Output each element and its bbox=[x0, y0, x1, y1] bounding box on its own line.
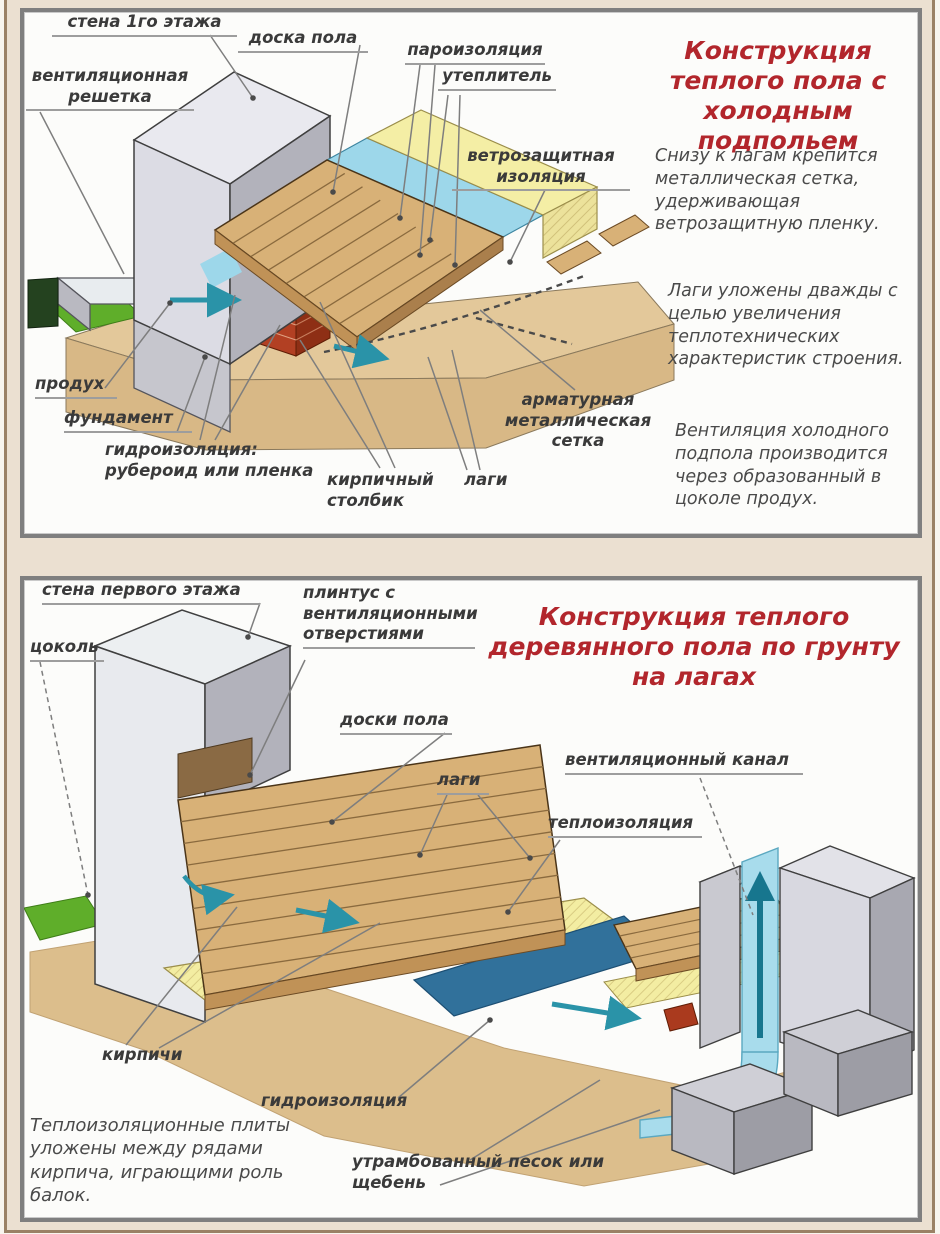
joist-end bbox=[546, 240, 602, 275]
leader-lines bbox=[39, 602, 754, 1186]
panel2-title: Конструкция теплого деревянного пола по … bbox=[488, 602, 900, 691]
airflow-arrow bbox=[295, 898, 360, 934]
panel1-title: Конструкция теплого пола с холодным подп… bbox=[669, 36, 887, 155]
label-vent-channel: вентиляционный канал bbox=[565, 750, 803, 775]
leader-dots bbox=[167, 95, 513, 360]
brick bbox=[663, 1002, 699, 1032]
wall-first-floor bbox=[132, 71, 332, 366]
airflow-arrow bbox=[182, 874, 235, 916]
airflow-arrows bbox=[182, 871, 775, 1038]
right-wall-assembly bbox=[639, 845, 916, 1176]
label-insulation: утеплитель bbox=[438, 66, 556, 91]
leader-dots bbox=[85, 634, 533, 1023]
label-hydro: гидроизоляция bbox=[261, 1091, 408, 1110]
panel-cold-subfloor: стена 1го этажа доска пола пароизоляция … bbox=[20, 8, 922, 538]
airflow-arrow bbox=[333, 334, 390, 369]
diagram-cold-subfloor bbox=[27, 34, 675, 471]
panel1-paragraph-1: Снизу к лагам крепится металлическая сет… bbox=[655, 146, 880, 235]
label-socle: цоколь bbox=[30, 637, 104, 662]
metal-mesh bbox=[323, 274, 585, 354]
label-bricks: кирпичи bbox=[102, 1045, 183, 1064]
floor-deck bbox=[177, 744, 566, 1011]
label-vent-hole: продух bbox=[35, 374, 117, 399]
label-vapor-barrier: пароизоляция bbox=[405, 40, 545, 65]
plinth bbox=[177, 737, 253, 799]
label-joists: лаги bbox=[464, 470, 508, 489]
airflow-arrows bbox=[170, 282, 390, 369]
leader-lines bbox=[39, 34, 576, 471]
label-brick-post: кирпичный столбик bbox=[327, 470, 434, 510]
label-thermal-insulation: теплоизоляция bbox=[548, 813, 702, 838]
floor-deck bbox=[200, 109, 650, 353]
label-floor-boards: доски пола bbox=[340, 710, 452, 735]
label-joists: лаги bbox=[437, 770, 489, 795]
label-wind-insulation: ветрозащитная изоляция bbox=[452, 146, 630, 192]
label-vent-grille: вентиляционная решетка bbox=[26, 66, 194, 112]
label-plinth: плинтус с вентиляционными отверстиями bbox=[303, 583, 478, 649]
panel-floor-on-ground: стена первого этажа плинтус с вентиляцио… bbox=[20, 576, 922, 1222]
panel1-paragraph-2: Лаги уложены дважды с целью увеличения т… bbox=[668, 281, 904, 370]
label-wall: стена 1го этажа bbox=[52, 12, 237, 37]
panel2-note: Теплоизоляционные плиты уложены между ря… bbox=[30, 1115, 291, 1207]
label-sand: утрамбованный песок или щебень bbox=[352, 1152, 605, 1192]
label-floor-board: доска пола bbox=[238, 28, 368, 53]
label-hydro: гидроизоляция: рубероид или пленка bbox=[105, 440, 314, 480]
airflow-arrow bbox=[551, 995, 642, 1031]
label-wall: стена первого этажа bbox=[42, 580, 260, 605]
grass bbox=[24, 895, 105, 941]
wall-first-floor bbox=[92, 609, 293, 1024]
label-foundation: фундамент bbox=[64, 408, 192, 433]
label-mesh: арматурная металлическая сетка bbox=[504, 390, 652, 451]
panel1-paragraph-3: Вентиляция холодного подпола производитс… bbox=[675, 421, 889, 510]
vent-grille-shape bbox=[27, 277, 59, 329]
joist-end bbox=[598, 214, 650, 247]
diagram-floor-on-ground bbox=[24, 602, 916, 1187]
